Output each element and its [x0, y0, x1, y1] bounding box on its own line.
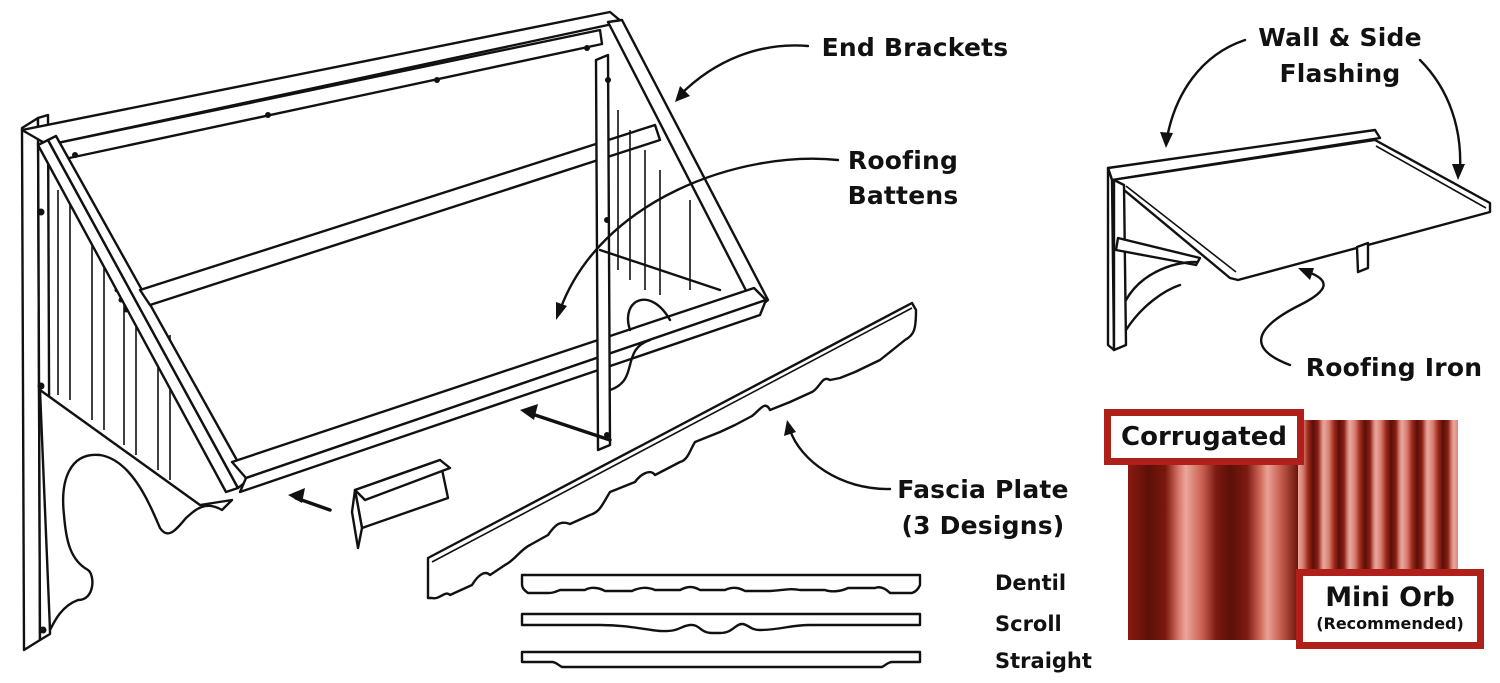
corner-block	[350, 458, 452, 550]
callout-arrows	[556, 38, 1465, 491]
corrugated-tag: Corrugated	[1104, 409, 1304, 465]
fascia-design-profiles	[520, 573, 922, 669]
mini-orb-tag: Mini Orb (Recommended)	[1296, 569, 1484, 649]
label-roofing-battens-line1: Roofing	[847, 146, 959, 175]
label-roofing-iron: Roofing Iron	[1305, 353, 1483, 382]
mini-orb-label: Mini Orb	[1325, 582, 1455, 613]
scroll-profile	[520, 612, 922, 635]
label-fascia-plate-line1: Fascia Plate	[897, 475, 1069, 504]
assembled-awning-drawing	[1106, 128, 1492, 352]
label-fascia-plate-line2: (3 Designs)	[901, 511, 1065, 540]
label-wall-side-flashing-line1: Wall & Side	[1258, 23, 1422, 52]
assembly-arrows	[288, 404, 612, 512]
fascia-design-scroll: Scroll	[995, 612, 1062, 636]
straight-profile	[520, 650, 922, 669]
dentil-profile	[520, 573, 922, 595]
label-wall-side-flashing-line2: Flashing	[1279, 59, 1401, 88]
fascia-design-dentil: Dentil	[995, 571, 1067, 595]
label-end-brackets: End Brackets	[821, 33, 1009, 62]
mini-orb-note: (Recommended)	[1316, 614, 1464, 633]
fascia-plate-drawing	[426, 301, 918, 600]
label-roofing-battens-line2: Battens	[847, 181, 959, 210]
roof-frame	[20, 10, 770, 494]
corrugated-label: Corrugated	[1121, 422, 1287, 452]
fascia-design-straight: Straight	[995, 649, 1092, 673]
left-end-bracket	[20, 113, 234, 652]
